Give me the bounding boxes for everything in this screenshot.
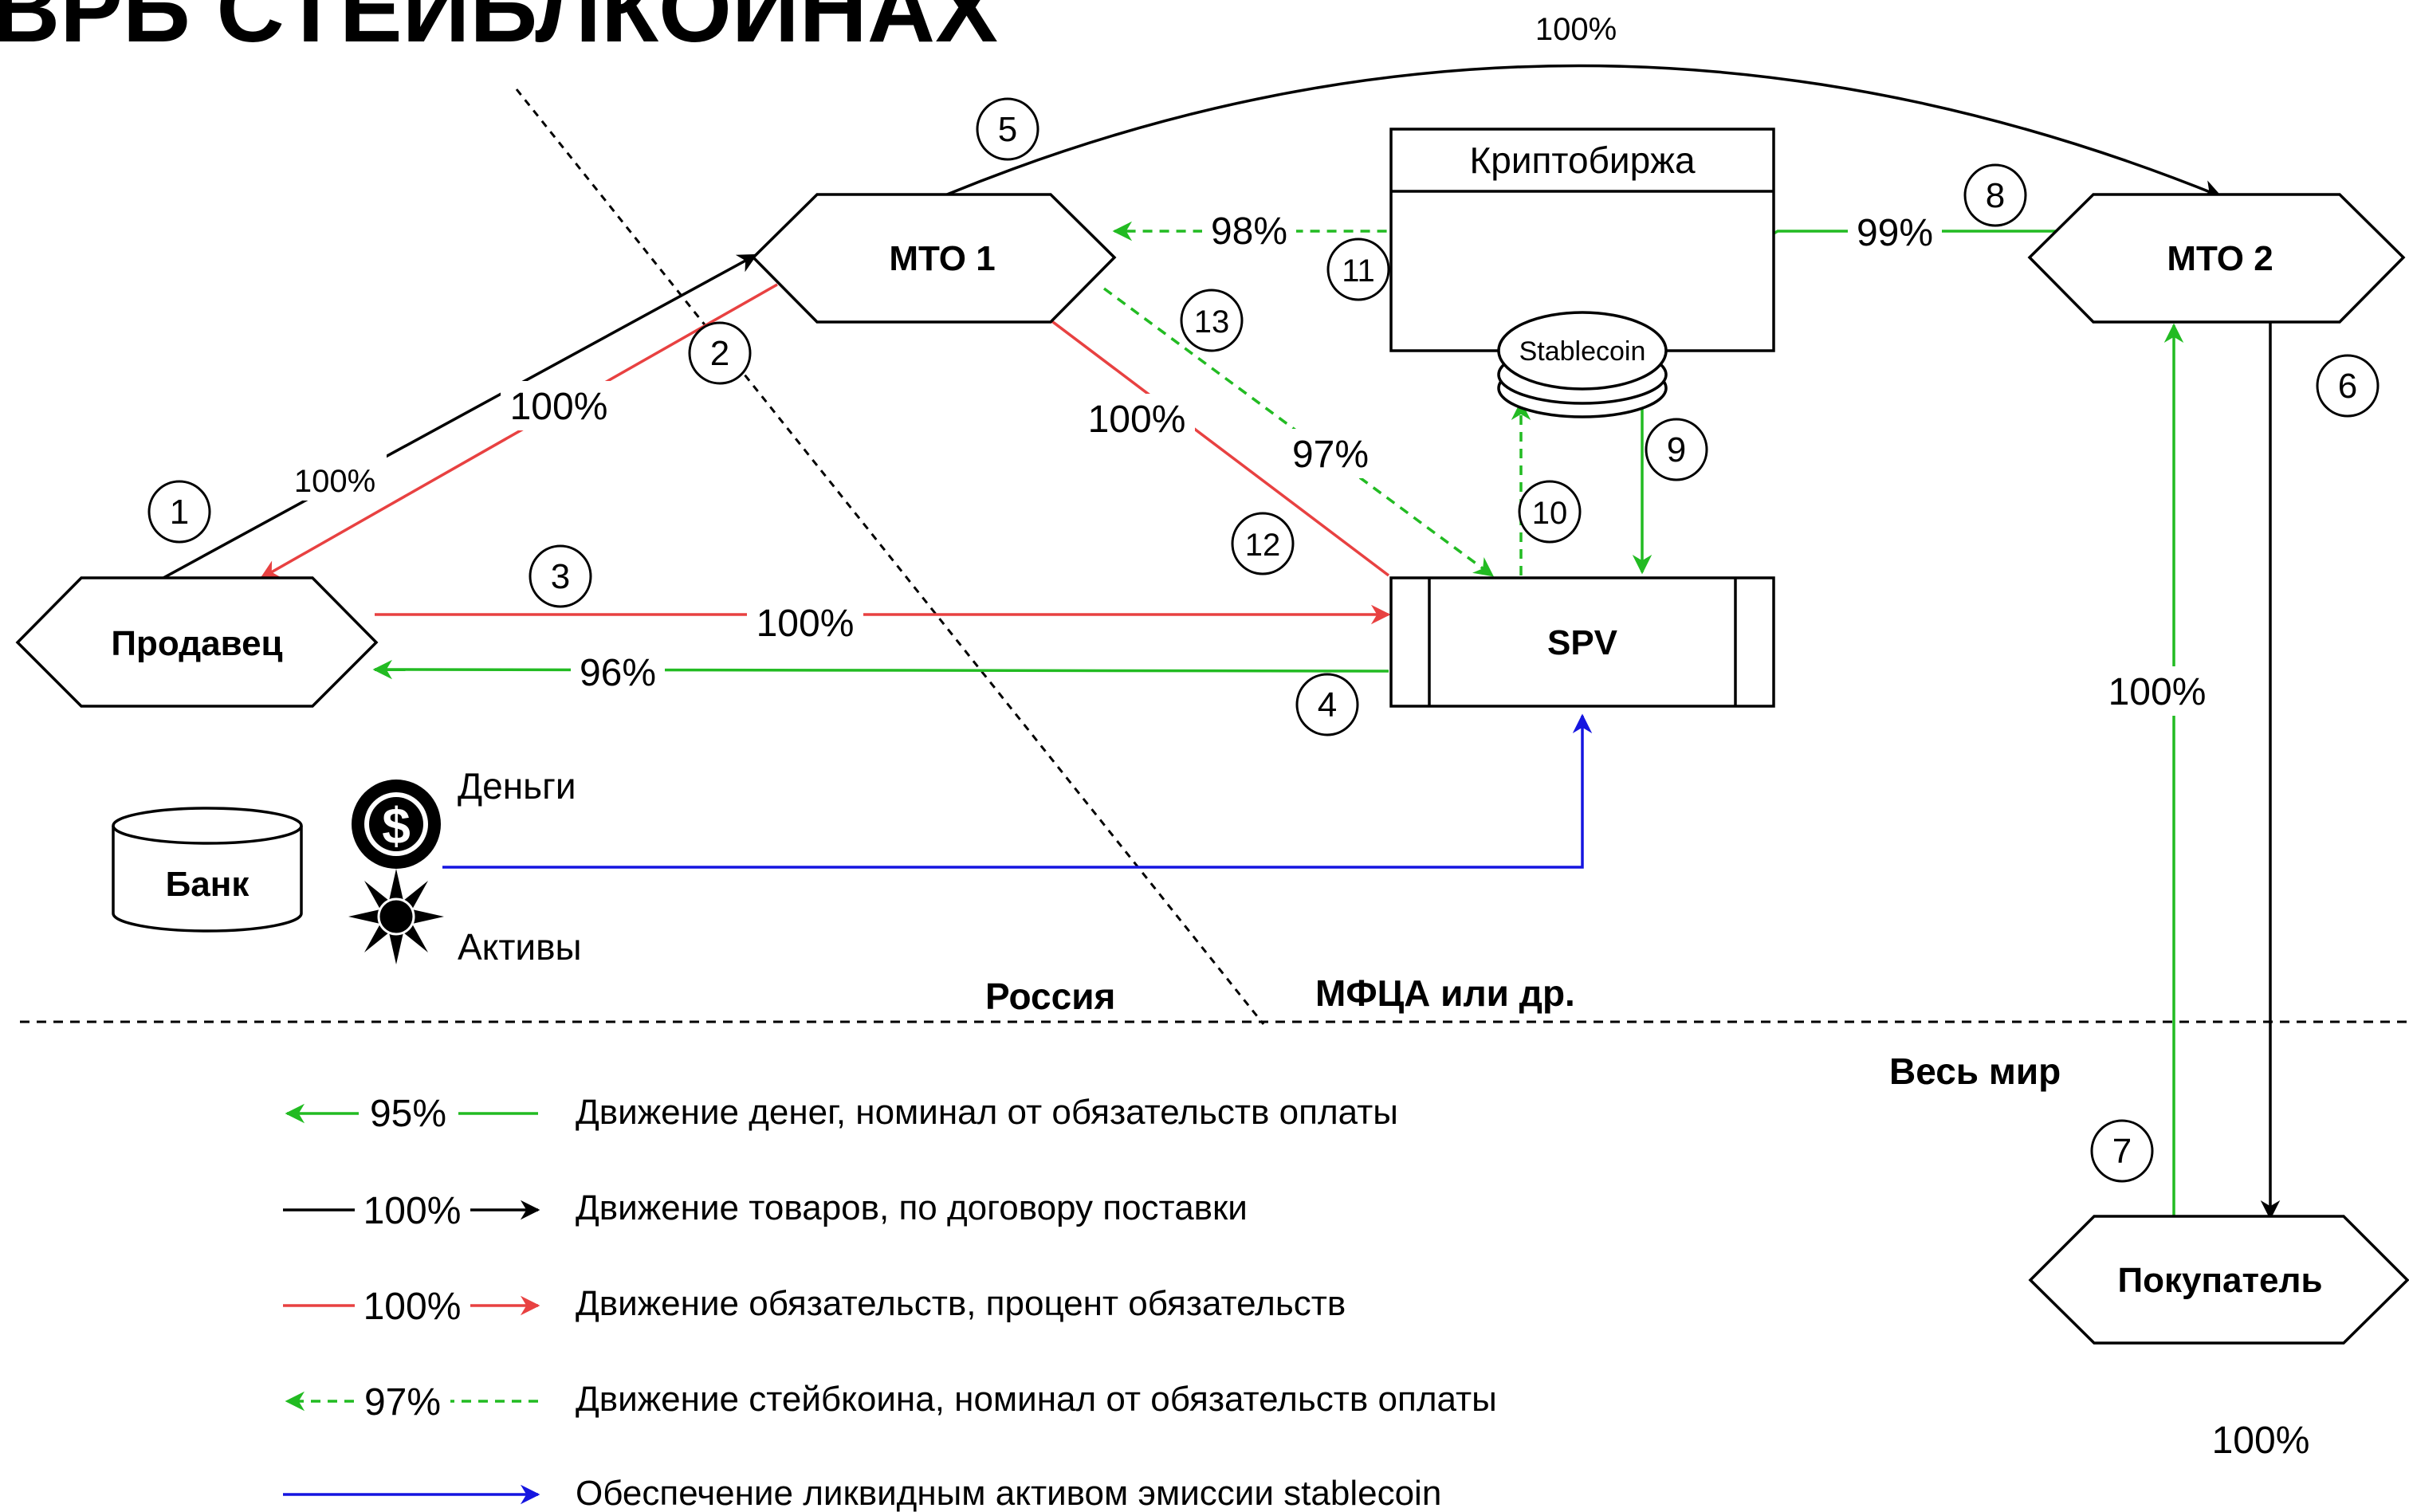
svg-text:100%: 100% [1535, 12, 1617, 47]
legend-money-text: Движение денег, номинал от обязательств … [576, 1093, 1398, 1132]
step-8-badge: 8 [1963, 163, 2027, 227]
step-13-badge: 13 [1180, 289, 1244, 352]
pct-label-8: 99% [1848, 207, 1942, 257]
step-3-badge: 3 [529, 544, 592, 608]
svg-text:4: 4 [1318, 685, 1337, 725]
region-russia-label: Россия [985, 976, 1115, 1017]
node-mto1-label: МТО 1 [889, 239, 995, 278]
node-exchange-label: Криптобиржа [1469, 139, 1696, 181]
node-stablecoin[interactable] [1497, 311, 1668, 418]
node-seller-label: Продавец [111, 624, 282, 663]
svg-text:1: 1 [170, 493, 189, 532]
svg-text:2: 2 [710, 334, 729, 373]
step-1-badge: 1 [147, 480, 211, 544]
step-7-badge: 7 [2090, 1119, 2154, 1183]
svg-text:9: 9 [1667, 430, 1686, 469]
svg-text:7: 7 [2112, 1132, 2132, 1171]
step-6-badge: 6 [2316, 354, 2380, 418]
pct-label-12: 100% [1079, 394, 1195, 443]
step-2-badge: 2 [688, 321, 752, 385]
step-9-badge: 9 [1645, 418, 1708, 481]
svg-text:$: $ [382, 797, 411, 854]
border-diagonal-line [515, 88, 1265, 1025]
pct-label-11: 98% [1202, 206, 1296, 255]
svg-text:100%: 100% [510, 386, 608, 428]
svg-text:100%: 100% [294, 464, 375, 499]
pct-label-3: 100% [747, 598, 863, 647]
dollar-icon: $ [352, 780, 441, 869]
legend: 95% Движение денег, номинал от обязатель… [283, 1090, 1497, 1512]
legend-money-pct: 95% [370, 1093, 446, 1135]
edge-5-goods-arrow [946, 64, 2222, 199]
starburst-icon [348, 869, 444, 964]
legend-goods-text: Движение товаров, по договору поставки [576, 1188, 1248, 1227]
legend-goods-pct: 100% [364, 1190, 462, 1232]
svg-text:98%: 98% [1211, 210, 1287, 253]
pct-label-1: 100% [283, 454, 387, 501]
svg-text:100%: 100% [2212, 1420, 2310, 1462]
region-ifc-label: МФЦА или др. [1315, 972, 1575, 1014]
step-4-badge: 4 [1295, 673, 1359, 736]
svg-text:100%: 100% [2108, 671, 2207, 713]
node-mto1-shape[interactable] [751, 193, 1117, 324]
node-seller-shape[interactable] [15, 576, 379, 708]
node-spv-label: SPV [1547, 623, 1618, 662]
edge-4-money-arrow [372, 659, 1389, 680]
step-12-badge: 12 [1231, 512, 1295, 575]
node-mto2-label: МТО 2 [2167, 239, 2273, 278]
node-spv-box[interactable] [1389, 576, 1775, 708]
step-10-badge: 10 [1518, 480, 1582, 544]
node-bank-label: Банк [166, 865, 250, 904]
svg-text:100%: 100% [1088, 399, 1186, 441]
pct-label-7: 100% [2099, 666, 2215, 716]
svg-text:99%: 99% [1857, 212, 1933, 254]
pct-label-5: 100% [1525, 8, 1627, 49]
svg-text:10: 10 [1532, 496, 1568, 531]
pct-label-4: 96% [571, 647, 665, 697]
node-bank[interactable] [112, 807, 303, 933]
legend-stablecoin-text: Движение стейбкоина, номинал от обязател… [576, 1380, 1497, 1419]
svg-text:100%: 100% [756, 603, 855, 645]
node-buyer-label: Покупатель [2117, 1261, 2322, 1300]
svg-text:8: 8 [1986, 176, 2005, 215]
node-buyer-shape[interactable] [2028, 1215, 2409, 1345]
svg-text:96%: 96% [580, 652, 656, 694]
pct-label-13: 97% [1283, 429, 1377, 478]
page-title: ВРБ СТЕЙБЛКОИНАХ [0, 0, 998, 62]
svg-text:6: 6 [2338, 367, 2357, 406]
edge-collateral-arrow [442, 713, 1593, 869]
svg-text:97%: 97% [1292, 434, 1369, 476]
region-world-label: Весь мир [1889, 1051, 2061, 1092]
money-label: Деньги [458, 765, 576, 807]
svg-text:13: 13 [1194, 304, 1230, 340]
assets-label: Активы [458, 926, 582, 968]
node-stablecoin-label: Stablecoin [1519, 336, 1646, 367]
legend-obligations-pct: 100% [364, 1286, 462, 1328]
step-5-badge: 5 [976, 97, 1039, 161]
svg-text:11: 11 [1342, 253, 1375, 289]
svg-text:3: 3 [551, 557, 570, 596]
edge-1-goods-arrow [163, 253, 758, 579]
edge-2-obligations-arrow [259, 283, 778, 579]
legend-obligations-text: Движение обязательств, процент обязатель… [576, 1284, 1346, 1323]
legend-collateral-text: Обеспечение ликвидным активом эмиссии st… [576, 1474, 1441, 1512]
step-11-badge: 11 [1326, 238, 1390, 301]
svg-text:5: 5 [998, 110, 1017, 149]
svg-text:12: 12 [1245, 528, 1281, 563]
pct-label-2: 100% [501, 381, 617, 430]
legend-stablecoin-pct: 97% [364, 1381, 441, 1424]
pct-label-orphan: 100% [2203, 1416, 2319, 1465]
node-mto2-shape[interactable] [2027, 193, 2406, 324]
